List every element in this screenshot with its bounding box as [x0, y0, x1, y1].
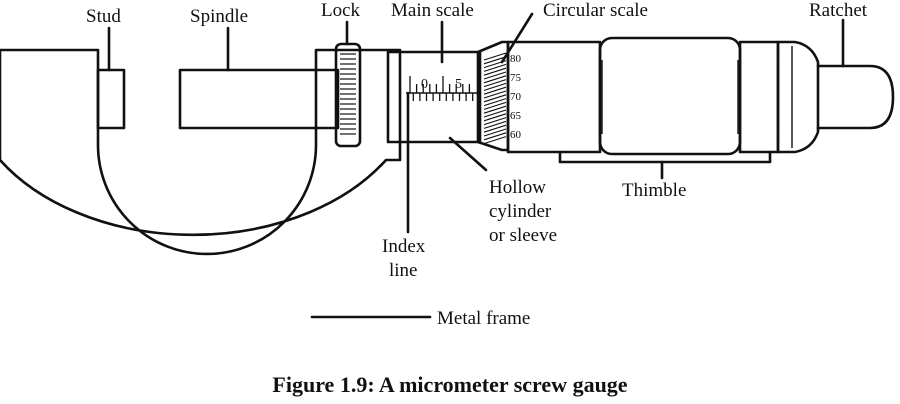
circular-scale-mark: 65	[510, 110, 522, 122]
circular-scale-tick	[483, 71, 507, 80]
ratchet	[776, 40, 895, 154]
stud-label: Stud	[86, 6, 121, 27]
circular-scale-tick	[483, 124, 507, 133]
thimble-bracket	[558, 150, 772, 164]
circular-scale-leader	[500, 12, 534, 64]
circular-scale-mark: 70	[510, 91, 522, 103]
index-label-line2: line	[389, 260, 418, 281]
stud	[96, 68, 126, 130]
hollow-label-line3: or sleeve	[489, 225, 557, 246]
circular-scale-tick	[483, 56, 507, 65]
thimble	[506, 36, 780, 156]
sleeve	[386, 50, 482, 144]
hollow-label-line2: cylinder	[489, 201, 552, 222]
circular-scale-tick	[483, 75, 507, 84]
circular-scale-tick	[483, 52, 507, 61]
circular-scale-tick	[483, 113, 507, 122]
circular-scale-tick	[483, 136, 507, 145]
index-label-line1: Index	[382, 236, 426, 257]
circular-scale-tick	[483, 120, 507, 129]
main-scale-mark-0: 0	[421, 77, 428, 92]
metal-frame	[0, 48, 402, 256]
circular-scale-tick	[483, 79, 507, 88]
circular-scale-tick	[483, 67, 507, 76]
main-scale-label: Main scale	[391, 0, 474, 21]
circular-scale-tick	[483, 101, 507, 110]
circular-scale-tick	[483, 82, 507, 91]
figure-caption: Figure 1.9: A micrometer screw gauge	[272, 372, 627, 397]
circular-scale-tick	[483, 105, 507, 114]
circular-scale-tick	[483, 86, 507, 95]
circular-scale-label: Circular scale	[543, 0, 648, 21]
circular-scale-mark: 80	[510, 53, 522, 65]
metal-frame-label: Metal frame	[437, 308, 530, 329]
circular-scale-tick	[483, 128, 507, 137]
circular-scale-tick	[483, 90, 507, 99]
circular-scale-tick	[483, 109, 507, 118]
lock	[334, 42, 362, 148]
main-scale-mark-5: 5	[455, 77, 462, 92]
hollow-leader	[448, 136, 488, 172]
circular-scale-ticks	[483, 52, 507, 145]
hollow-label-line1: Hollow	[489, 177, 546, 198]
circular-scale-mark: 75	[510, 72, 522, 84]
circular-scale-tick	[483, 94, 507, 103]
circular-scale-tick	[483, 63, 507, 72]
thimble-label: Thimble	[622, 180, 686, 201]
spindle	[178, 68, 340, 130]
lock-label: Lock	[321, 0, 361, 21]
circular-scale-mark: 60	[510, 129, 522, 141]
main-scale-ticks	[409, 76, 474, 101]
circular-scale-tick	[483, 132, 507, 141]
circular-scale-tick	[483, 117, 507, 126]
spindle-label: Spindle	[190, 6, 248, 27]
ratchet-label: Ratchet	[809, 0, 868, 21]
circular-scale-tick	[483, 98, 507, 107]
